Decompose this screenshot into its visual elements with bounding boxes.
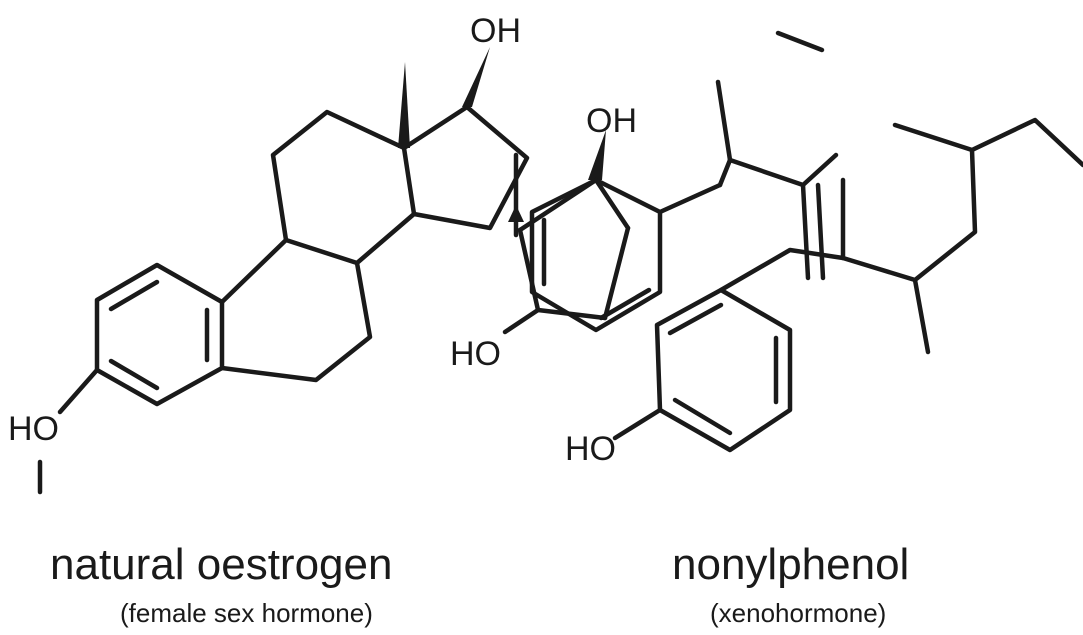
overlay-oh-label: OH <box>586 102 637 140</box>
nonylphenol-ho-label: HO <box>565 430 616 468</box>
overlay-ho-label: HO <box>450 335 501 373</box>
oestrogen-name: natural oestrogen <box>50 540 393 589</box>
oestrogen-note: (female sex hormone) <box>120 598 373 628</box>
nonylphenol-structure <box>612 30 1083 453</box>
oestrogen-oh-top-label: OH <box>470 12 521 50</box>
oestrogen-ho-label: HO <box>8 410 59 448</box>
oestrogen-structure <box>57 47 530 415</box>
nonylphenol-note: (xenohormone) <box>710 598 887 628</box>
nonylphenol-name: nonylphenol <box>672 540 910 589</box>
overlay-structure <box>502 130 723 335</box>
